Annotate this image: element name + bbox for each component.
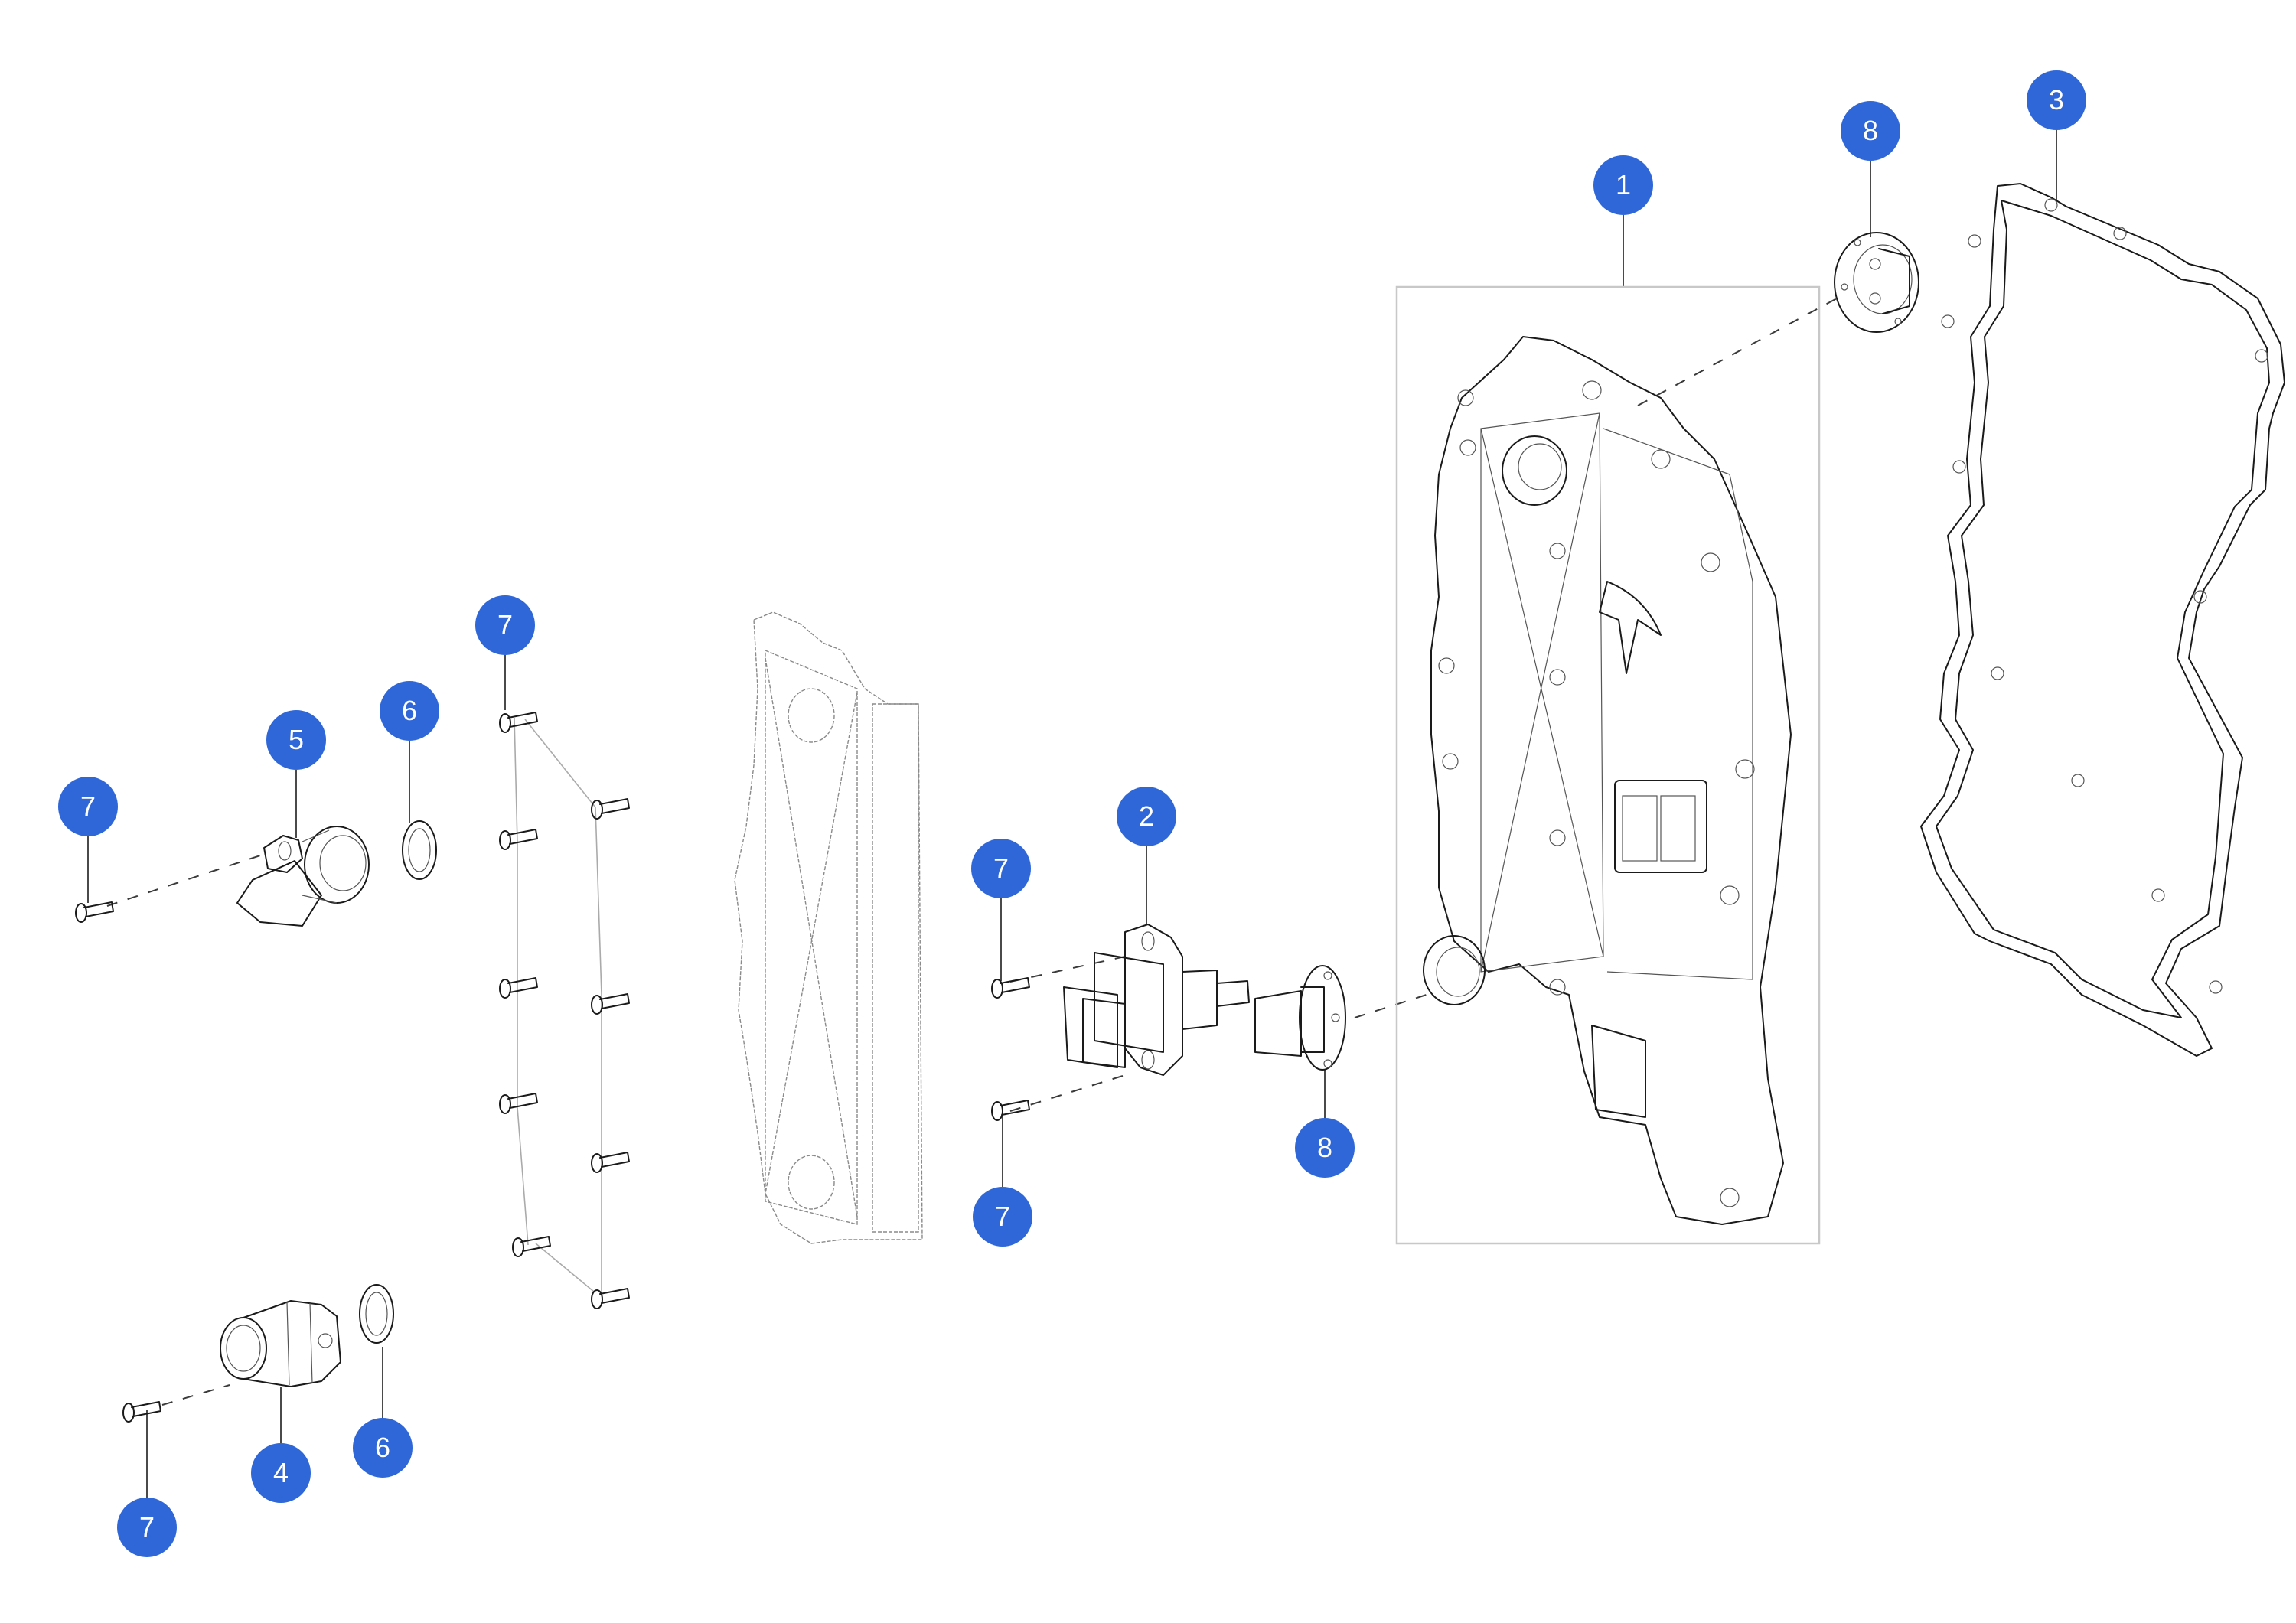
callout-8-cap-top[interactable]: 8 (1841, 101, 1900, 161)
callout-7-bolt-lower-left[interactable]: 7 (117, 1498, 177, 1557)
part-3-gasket (1920, 183, 2285, 1057)
part-6-o-ring-lower (359, 1284, 394, 1344)
bolt (499, 712, 538, 733)
callout-8-cap-bottom[interactable]: 8 (1295, 1118, 1355, 1178)
callout-3-gasket[interactable]: 3 (2027, 70, 2086, 130)
bolt (591, 1152, 630, 1173)
part-4-coolant-fitting-lower (220, 1300, 341, 1387)
callout-7-bolt-left[interactable]: 7 (58, 777, 118, 836)
part-5-coolant-fitting-upper (236, 826, 370, 927)
callout-2-electrical-connector[interactable]: 2 (1117, 787, 1176, 846)
bolt (591, 798, 630, 820)
bolt (991, 977, 1030, 999)
bolt-pattern-guides (514, 717, 602, 1293)
part-8-cap-bottom (1254, 965, 1346, 1071)
leader-lines (87, 130, 2057, 1498)
callout-7-bolt-group-plate[interactable]: 7 (475, 595, 535, 655)
part-1-housing-assembly (1395, 285, 1821, 1245)
callout-4-coolant-fitting-lower[interactable]: 4 (251, 1443, 311, 1503)
part-8-cap-top (1834, 232, 1919, 333)
callout-7-bolt-connector-upper[interactable]: 7 (971, 839, 1031, 898)
bolt (591, 993, 630, 1015)
callout-6-o-ring-upper[interactable]: 6 (380, 681, 439, 741)
callout-6-o-ring-lower[interactable]: 6 (353, 1418, 413, 1478)
part-7-bolts (75, 712, 1030, 1423)
intermediate-plate (734, 611, 923, 1244)
bolt (499, 1093, 538, 1114)
housing-bounding-box (1395, 285, 1821, 1245)
bolt (75, 901, 114, 923)
callout-1-housing-assembly[interactable]: 1 (1593, 155, 1653, 215)
part-2-electrical-connector (1063, 924, 1250, 1076)
bolt (499, 977, 538, 999)
bolt (991, 1100, 1030, 1121)
bolt (499, 829, 538, 850)
callout-7-bolt-connector-lower[interactable]: 7 (973, 1187, 1032, 1247)
part-6-o-ring-upper (402, 820, 437, 880)
callout-5-coolant-fitting-upper[interactable]: 5 (266, 710, 326, 770)
bolt (122, 1401, 161, 1423)
bolt (591, 1288, 630, 1309)
bolt (512, 1236, 551, 1257)
assembly-axis-lines (106, 298, 1838, 1406)
